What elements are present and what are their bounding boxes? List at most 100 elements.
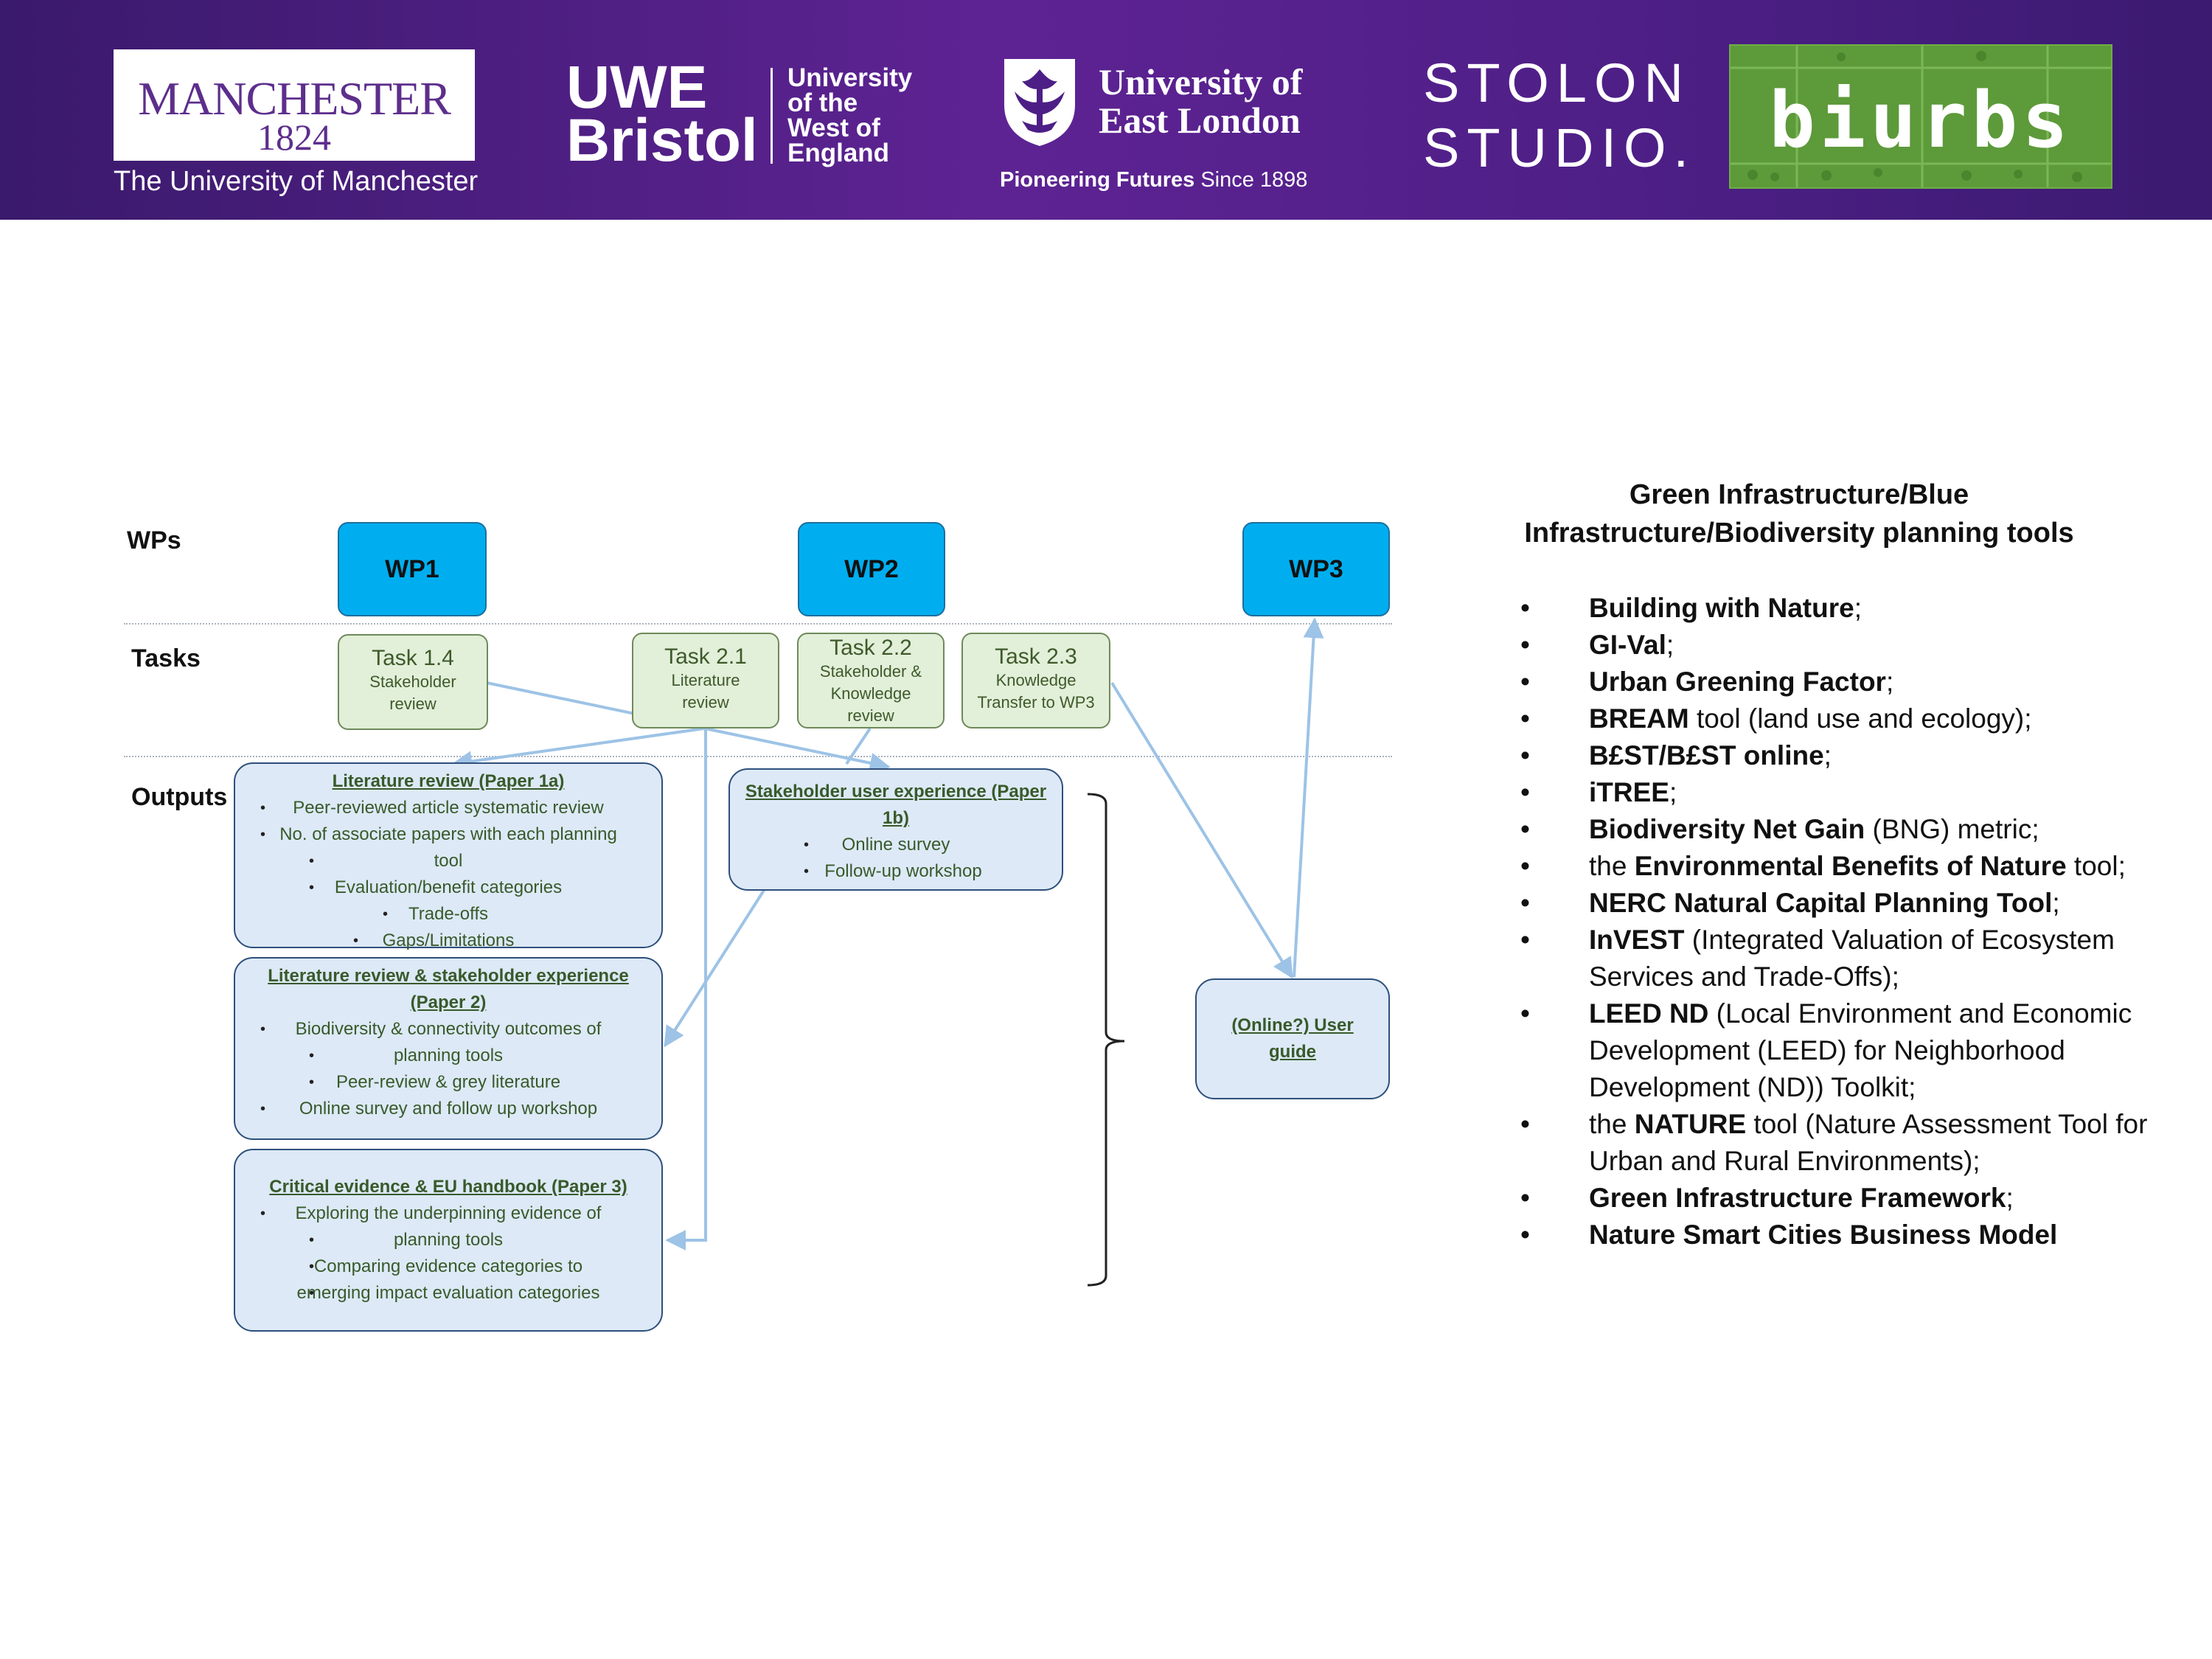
- tool-item: InVEST (Integrated Valuation of Ecosyste…: [1519, 922, 2183, 995]
- task-2-2-box: Task 2.2 Stakeholder & Knowledge review: [797, 633, 945, 728]
- separator-wps-tasks: [124, 623, 1392, 625]
- tool-item: GI-Val;: [1519, 627, 2183, 664]
- output-list: Biodiversity & connectivity outcomes of …: [235, 1016, 661, 1122]
- tool-name: Nature Smart Cities Business Model: [1589, 1220, 2058, 1250]
- list-item: Biodiversity & connectivity outcomes of: [235, 1016, 661, 1043]
- uel-wordmark-1: University of: [1099, 61, 1303, 102]
- tool-prefix: the: [1589, 1109, 1635, 1139]
- tool-name: Urban Greening Factor: [1589, 667, 1886, 697]
- task-title: Task 1.4: [372, 646, 454, 670]
- manchester-wordmark: MANCHESTER: [138, 72, 451, 125]
- tool-item: Green Infrastructure Framework;: [1519, 1180, 2183, 1217]
- connector-guide-wp3: [1293, 617, 1324, 978]
- tool-name: iTREE: [1589, 777, 1669, 807]
- tools-title-line-2: Infrastructure/Biodiversity planning too…: [1524, 518, 2074, 549]
- tool-item: Building with Nature;: [1519, 590, 2183, 627]
- studio-wordmark: STUDIO.: [1423, 117, 1697, 178]
- tool-desc: (BNG) metric;: [1865, 814, 2039, 844]
- task-1-4-box: Task 1.4 Stakeholder review: [338, 634, 488, 730]
- task-desc: Stakeholder &: [819, 662, 922, 681]
- tools-title-line-1: Green Infrastructure/Blue: [1629, 479, 1969, 510]
- tool-name: LEED ND: [1589, 998, 1709, 1029]
- output-paper-1b: Stakeholder user experience (Paper 1b) O…: [728, 768, 1063, 891]
- tool-name: B£ST/B£ST online: [1589, 740, 1824, 771]
- tool-desc: tool (Nature Assessment Tool for Urban a…: [1589, 1109, 2148, 1176]
- output-paper-3: Critical evidence & EU handbook (Paper 3…: [234, 1149, 663, 1332]
- output-heading: guide: [1269, 1042, 1316, 1062]
- tool-desc: ;: [1823, 740, 1832, 771]
- task-title: Task 2.3: [995, 644, 1077, 669]
- list-item: Evaluation/benefit categories: [235, 874, 661, 901]
- tool-name: NATURE: [1634, 1109, 1747, 1139]
- uwe-small-1: University: [787, 63, 913, 92]
- output-list: Peer-reviewed article systematic review …: [235, 795, 661, 954]
- list-item: Online survey and follow up workshop: [235, 1096, 661, 1122]
- wp3-box: WP3: [1242, 522, 1390, 616]
- task-desc: Transfer to WP3: [977, 693, 1095, 712]
- list-item-continuation: planning tools: [235, 1227, 661, 1253]
- tool-item: the NATURE tool (Nature Assessment Tool …: [1519, 1106, 2183, 1180]
- output-heading: 1b): [883, 808, 909, 828]
- tool-desc: ;: [2006, 1183, 2014, 1213]
- tool-item: NERC Natural Capital Planning Tool;: [1519, 885, 2183, 922]
- row-label-outputs: Outputs: [131, 783, 228, 811]
- task-desc: review: [847, 706, 894, 725]
- tool-desc: ;: [1666, 630, 1674, 660]
- tool-desc: ;: [1885, 667, 1894, 697]
- task-desc: Literature: [671, 671, 740, 689]
- tool-item: B£ST/B£ST online;: [1519, 737, 2183, 774]
- task-title: Task 2.1: [664, 644, 747, 669]
- list-item-continuation: planning tools: [235, 1043, 661, 1069]
- wp2-box: WP2: [798, 522, 945, 616]
- list-item: Follow-up workshop: [730, 858, 1062, 885]
- tool-desc: tool (land use and ecology);: [1688, 703, 2032, 734]
- connector-paper1b-paper2: [664, 888, 766, 1048]
- biurbs-wordmark: biurbs: [1769, 75, 2073, 165]
- wp1-box: WP1: [338, 522, 487, 616]
- tool-name: BREAM: [1589, 703, 1689, 734]
- tool-item: BREAM tool (land use and ecology);: [1519, 700, 2183, 737]
- tool-prefix: the: [1589, 851, 1635, 881]
- tool-item: Biodiversity Net Gain (BNG) metric;: [1519, 811, 2183, 848]
- tool-desc: tool;: [2066, 851, 2126, 881]
- list-item: Comparing evidence categories to: [235, 1253, 661, 1280]
- list-item: Gaps/Limitations: [235, 928, 661, 954]
- uwe-small-4: England: [787, 139, 890, 167]
- task-desc: review: [682, 693, 729, 712]
- uwe-divider: [771, 68, 773, 164]
- uwe-wordmark: UWE: [566, 54, 708, 121]
- tool-name: Green Infrastructure Framework: [1589, 1183, 2006, 1213]
- output-paper-2: Literature review & stakeholder experien…: [234, 957, 663, 1140]
- output-heading: (Online?) User: [1231, 1015, 1354, 1035]
- output-heading: Critical evidence & EU handbook (Paper 3…: [269, 1177, 627, 1197]
- task-title: Task 2.2: [830, 636, 912, 660]
- uel-tagline-rest: Since 1898: [1194, 168, 1308, 192]
- tool-desc: ;: [1669, 777, 1677, 807]
- manchester-subtitle: The University of Manchester: [114, 166, 479, 197]
- list-item-continuation: tool: [235, 848, 661, 874]
- list-item: Trade-offs: [235, 901, 661, 928]
- list-item: Exploring the underpinning evidence of: [235, 1200, 661, 1227]
- output-list: Exploring the underpinning evidence of p…: [235, 1200, 661, 1307]
- tool-name: Biodiversity Net Gain: [1589, 814, 1865, 844]
- tool-name: Environmental Benefits of Nature: [1634, 851, 2067, 881]
- uwe-small-3: West of: [787, 114, 880, 142]
- connector-task22-paper1b: [845, 727, 872, 765]
- tool-item: Urban Greening Factor;: [1519, 664, 2183, 700]
- task-desc: review: [389, 695, 437, 713]
- uel-tagline: Pioneering Futures Since 1898: [1000, 168, 1307, 192]
- tool-item: LEED ND (Local Environment and Economic …: [1519, 995, 2183, 1106]
- tool-desc: ;: [1854, 593, 1862, 623]
- task-2-1-box: Task 2.1 Literature review: [632, 633, 779, 728]
- tool-name: NERC Natural Capital Planning Tool: [1589, 888, 2053, 918]
- list-item-continuation: emerging impact evaluation categories: [235, 1280, 661, 1307]
- output-list: Online survey Follow-up workshop: [730, 832, 1062, 885]
- output-heading: Stakeholder user experience (Paper: [745, 782, 1047, 801]
- list-item: Online survey: [730, 832, 1062, 858]
- tool-item: iTREE;: [1519, 774, 2183, 811]
- output-heading: (Paper 2): [410, 992, 487, 1012]
- task-desc: Knowledge: [830, 684, 911, 703]
- connector-task21-paper1a: [451, 727, 705, 772]
- header-band: MANCHESTER 1824 The University of Manche…: [0, 0, 2212, 220]
- task-2-3-box: Task 2.3 Knowledge Transfer to WP3: [961, 633, 1110, 728]
